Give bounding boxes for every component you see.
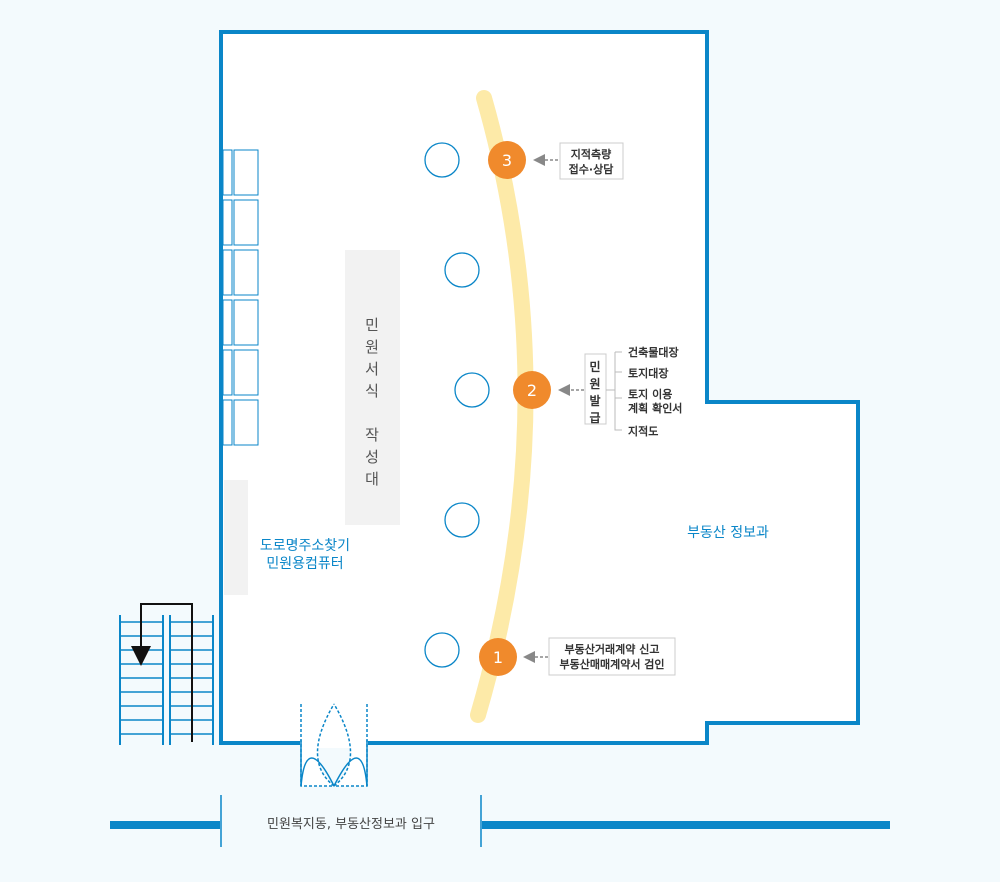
chair-icon — [222, 149, 233, 196]
issuance-item: 건축물대장 — [628, 345, 679, 359]
window-1-number: 1 — [493, 648, 503, 667]
issuance-item: 토지대장 — [628, 366, 668, 380]
window-2-label-box — [584, 353, 607, 425]
form-desk-char: 대 — [365, 470, 379, 488]
window-2-label-char: 원 — [589, 377, 600, 391]
window-3-marker[interactable] — [488, 141, 526, 179]
chair-icon — [233, 299, 259, 346]
stairs-icon — [119, 603, 214, 745]
seat-circle — [444, 252, 480, 288]
chair-icon — [222, 249, 233, 296]
window-3-number: 3 — [502, 151, 512, 170]
issuance-bracket — [614, 351, 622, 431]
chair-icon — [222, 399, 233, 446]
form-desk-char: 작 — [365, 426, 379, 444]
window-3-label-box — [559, 142, 624, 180]
window-3-label-line1: 지적측량 — [571, 147, 611, 161]
window-2-label-char: 발 — [589, 393, 600, 408]
chair-icon — [233, 249, 259, 296]
window-3-label-line2: 접수·상담 — [569, 162, 614, 176]
chair-icon — [222, 199, 233, 246]
window-2-label-char: 급 — [589, 411, 600, 425]
issuance-item-line: 토지 이용 — [628, 387, 672, 401]
seat-circle — [424, 142, 460, 178]
kiosk-counter — [224, 480, 248, 595]
chair-icon — [233, 149, 259, 196]
seat-circle — [424, 632, 460, 668]
form-desk-char: 민 — [365, 316, 379, 334]
entrance-gap — [300, 738, 368, 748]
window-1-label-line2: 부동산매매계약서 검인 — [559, 657, 664, 671]
issuance-item-line: 계획 확인서 — [628, 401, 682, 415]
corridor-wall-right — [482, 821, 890, 829]
chair-icon — [233, 349, 259, 396]
window-1-marker[interactable] — [479, 638, 517, 676]
issuance-item: 지적도 — [628, 424, 658, 438]
chair-icon — [222, 299, 233, 346]
window-1-label-line1: 부동산거래계약 신고 — [565, 642, 660, 656]
corridor-wall-left — [110, 821, 220, 829]
chair-icon — [222, 349, 233, 396]
kiosk-label-line: 도로명주소찾기 — [260, 538, 350, 554]
window-2-number: 2 — [527, 381, 537, 400]
window-2-marker[interactable] — [513, 371, 551, 409]
door-icon[interactable] — [300, 703, 368, 787]
chair-icon — [233, 399, 259, 446]
form-desk-char: 성 — [365, 448, 379, 466]
form-desk-char: 식 — [365, 382, 379, 400]
window-1-label-box — [548, 637, 676, 676]
entrance-label: 민원복지동, 부동산정보과 입구 — [267, 817, 435, 832]
window-2-label-char: 민 — [589, 359, 600, 374]
kiosk-label-line: 민원용컴퓨터 — [266, 556, 343, 572]
stairs-direction-arrow — [131, 603, 193, 742]
department-label: 부동산 정보과 — [687, 525, 769, 541]
form-desk — [345, 250, 400, 525]
form-desk-char: 서 — [365, 360, 379, 378]
chair-icon — [233, 199, 259, 246]
seat-circle — [454, 372, 490, 408]
seat-circle — [444, 502, 480, 538]
chair-row — [222, 149, 259, 446]
form-desk-char: 원 — [365, 338, 379, 356]
